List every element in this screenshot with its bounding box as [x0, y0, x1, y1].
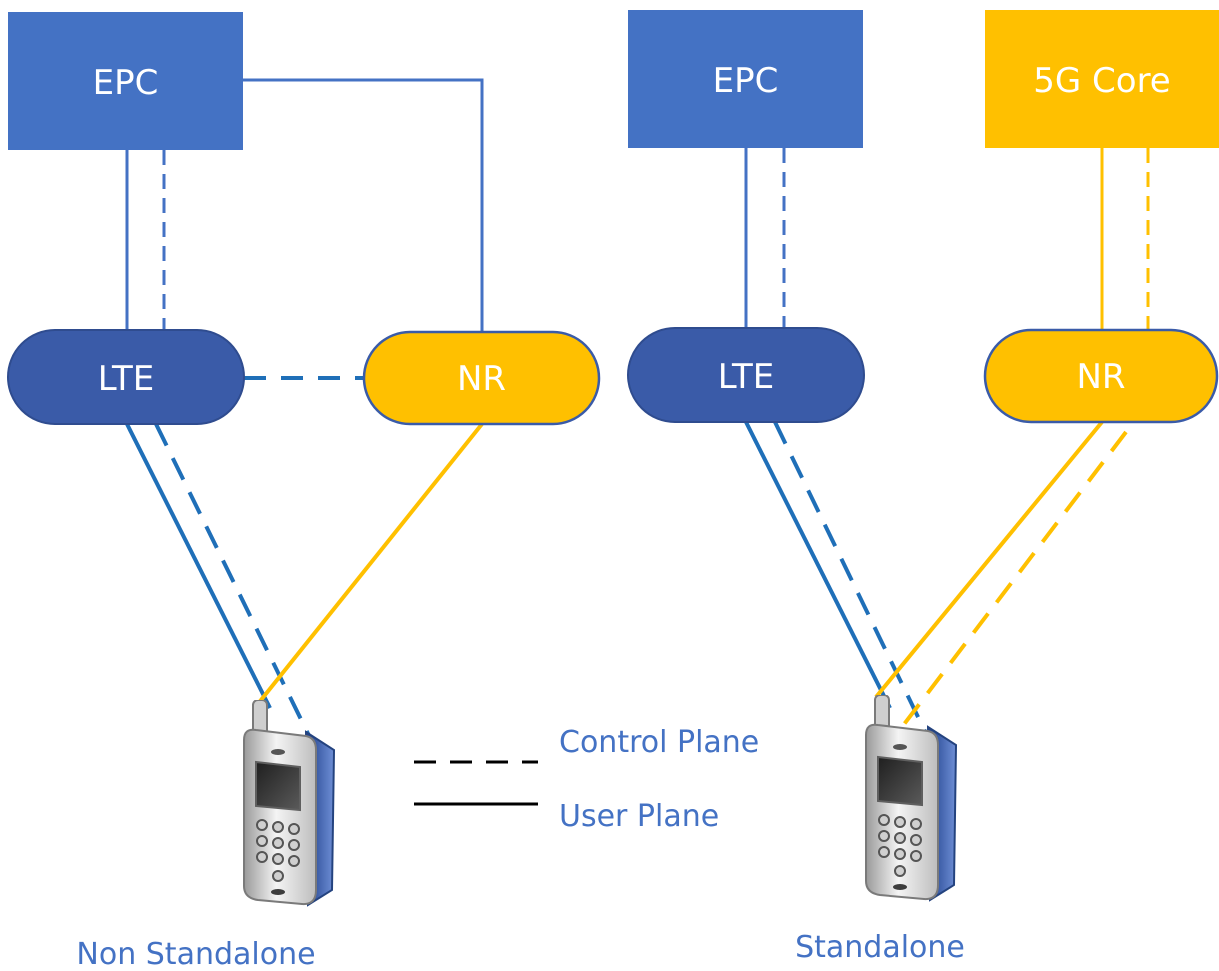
nsa-lte-ue-user-link [125, 423, 272, 709]
sa-caption: Standalone [795, 930, 965, 965]
nsa-nr-ue-user-link [255, 422, 484, 707]
sa-nr-node: NR [983, 328, 1219, 424]
sa-lte-node: LTE [627, 327, 865, 423]
sa-lte-ue-user-link [744, 421, 892, 709]
nsa-caption: Non Standalone [76, 937, 315, 971]
nsa-lte-ue-control-link [154, 423, 320, 755]
sa-5g-core-label: 5G Core [1033, 61, 1170, 101]
legend-control-plane-label: Control Plane [559, 725, 759, 760]
sa-nr-ue-user-link [874, 420, 1104, 699]
sa-epc-node: EPC [628, 10, 863, 148]
sa-nr-ue-control-link [884, 430, 1128, 750]
sa-lte-label: LTE [718, 357, 775, 397]
mobile-phone-icon [243, 700, 335, 906]
sa-lte-ue-control-link [773, 421, 937, 753]
nsa-lte-label: LTE [98, 359, 155, 399]
sa-5g-core-node: 5G Core [985, 10, 1219, 148]
nsa-nr-label: NR [457, 359, 506, 399]
nsa-epc-nr-link [243, 78, 484, 332]
mobile-phone-icon [865, 695, 957, 901]
nsa-epc-node: EPC [8, 12, 243, 150]
legend-user-plane-label: User Plane [559, 799, 719, 834]
nsa-lte-node: LTE [7, 329, 245, 425]
sa-epc-label: EPC [713, 61, 779, 101]
sa-nr-label: NR [1076, 357, 1125, 397]
nsa-nr-node: NR [362, 330, 601, 426]
nsa-epc-label: EPC [93, 63, 159, 103]
legend: Control Plane User Plane [414, 725, 759, 834]
